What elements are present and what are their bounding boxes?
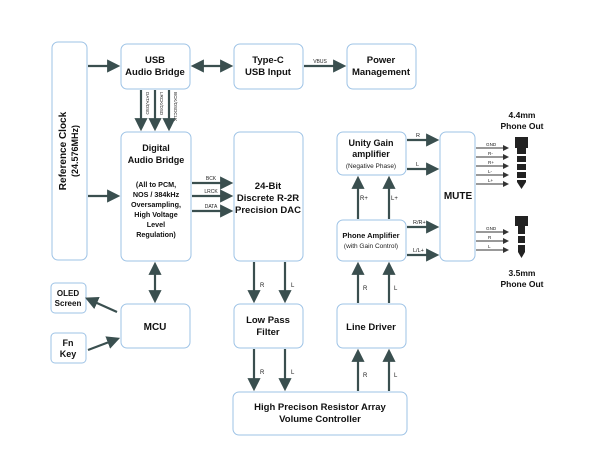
dab-desc-line: (All to PCM, (136, 180, 176, 189)
lpf-title: Low Pass (246, 315, 290, 326)
out35-size: 3.5mm (509, 268, 536, 278)
resistor-array-block: High Precison Resistor Array Volume Cont… (232, 391, 408, 436)
output-labels: 4.4mm Phone Out 3.5mm Phone Out (501, 110, 544, 289)
typec-usb-input-block: Type-C USB Input (233, 43, 304, 90)
low-pass-filter-block: Low Pass Filter (233, 303, 304, 349)
power-subtitle: Management (352, 67, 411, 78)
r2r-dac-block: 24-Bit Discrete R-2R Precision DAC (233, 131, 304, 262)
phone-jack-44mm-icon (515, 137, 528, 189)
ld-r-label: R (363, 286, 368, 292)
unity-phase-note: (Negative Phase) (346, 163, 396, 170)
dab-desc-line: NOS / 384kHz (133, 190, 180, 199)
out35-r: R (488, 235, 492, 240)
rv-l-label: L (394, 373, 398, 379)
ld-l-label: L (394, 286, 398, 292)
dab-desc-line: Level (147, 220, 165, 229)
data-dsd-label: DATA/DSD (145, 92, 150, 115)
unity-subtitle: amplifier (352, 149, 390, 159)
out44-rminus: R- (488, 151, 493, 156)
bck-dsdclk-label: BCK/DSDCLK (173, 92, 178, 122)
dac-l-label: L (291, 283, 295, 289)
dac-subtitle-2: Precision DAC (235, 205, 301, 216)
rplus-label: R+ (360, 196, 368, 202)
fn-key-subtitle: Key (60, 349, 77, 359)
unity-r-label: R (416, 133, 420, 139)
lpf-subtitle: Filter (256, 327, 280, 338)
out44-label: Phone Out (501, 121, 544, 131)
signal-labels: VBUS DATA/DSD LRCK/DSD BCK/DSDCLK BCK LR… (145, 59, 497, 379)
out35-gnd: GND (486, 226, 497, 231)
rv-r-label: R (363, 373, 368, 379)
reference-clock-block: Reference Clock (24.576MHz) (51, 41, 88, 261)
out44-lminus: L- (488, 169, 493, 174)
reference-clock-freq: (24.576MHz) (70, 125, 80, 177)
mcu-label: MCU (144, 322, 167, 333)
phone-amp-title: Phone Amplifier (342, 231, 399, 240)
out44-gnd: GND (486, 142, 497, 147)
dab-desc-line: Oversampling, (131, 200, 181, 209)
oled-screen-block: OLED Screen (50, 282, 87, 314)
line-driver-block: Line Driver (336, 303, 407, 349)
dac-title: 24-Bit (255, 181, 282, 192)
dab-subtitle: Audio Bridge (128, 155, 185, 165)
vbus-label: VBUS (313, 59, 327, 65)
typec-subtitle: USB Input (245, 67, 292, 78)
line-driver-label: Line Driver (346, 322, 396, 333)
out44-size: 4.4mm (509, 110, 536, 120)
typec-title: Type-C (252, 55, 284, 66)
mute-label: MUTE (444, 191, 473, 202)
oled-subtitle: Screen (55, 299, 82, 308)
dac-subtitle: Discrete R-2R (237, 193, 299, 204)
bck-label: BCK (206, 176, 217, 182)
usb-audio-bridge-title: USB (145, 55, 165, 66)
reference-clock-label: Reference Clock (58, 111, 69, 190)
data-label: DATA (205, 204, 218, 210)
dab-desc-line: High Voltage (134, 210, 177, 219)
digital-audio-bridge-block: Digital Audio Bridge (All to PCM, NOS / … (120, 131, 192, 262)
phone-amplifier-block: Phone Amplifier (with Gain Control) (336, 219, 407, 262)
unity-title: Unity Gain (348, 138, 393, 148)
amp-l-label: L/L+ (413, 248, 424, 254)
out44-rplus: R+ (488, 160, 494, 165)
phone-jack-35mm-icon (515, 216, 528, 258)
power-title: Power (367, 55, 396, 66)
fn-key-block: Fn Key (50, 332, 87, 364)
usb-audio-bridge-block: USB Audio Bridge (120, 43, 191, 90)
out35-label: Phone Out (501, 279, 544, 289)
mcu-block: MCU (120, 303, 191, 349)
usb-audio-bridge-subtitle: Audio Bridge (125, 67, 185, 78)
out35-l: L (488, 244, 491, 249)
phone-amp-subtitle: (with Gain Control) (344, 243, 398, 250)
lrck-label: LRCK (204, 189, 218, 195)
out44-lplus: L+ (488, 178, 494, 183)
unity-gain-amplifier-block: Unity Gain amplifier (Negative Phase) (336, 131, 407, 176)
amp-r-label: R/R+ (413, 220, 426, 226)
lplus-label: L+ (391, 196, 398, 202)
resistor-title: High Precison Resistor Array (254, 402, 386, 413)
lpf-l-label: L (291, 370, 295, 376)
dab-desc-line: Regulation) (136, 230, 176, 239)
resistor-subtitle: Volume Controller (279, 414, 361, 425)
mute-block: MUTE (439, 131, 476, 262)
lpf-r-label: R (260, 370, 265, 376)
oled-title: OLED (57, 289, 79, 298)
power-management-block: Power Management (346, 43, 417, 90)
connection-arrows (84, 59, 509, 392)
unity-l-label: L (416, 162, 419, 168)
fn-key-title: Fn (63, 338, 74, 348)
lrck-dsd-label: LRCK/DSD (159, 92, 164, 116)
dac-r-label: R (260, 283, 265, 289)
dab-title: Digital (142, 143, 170, 153)
